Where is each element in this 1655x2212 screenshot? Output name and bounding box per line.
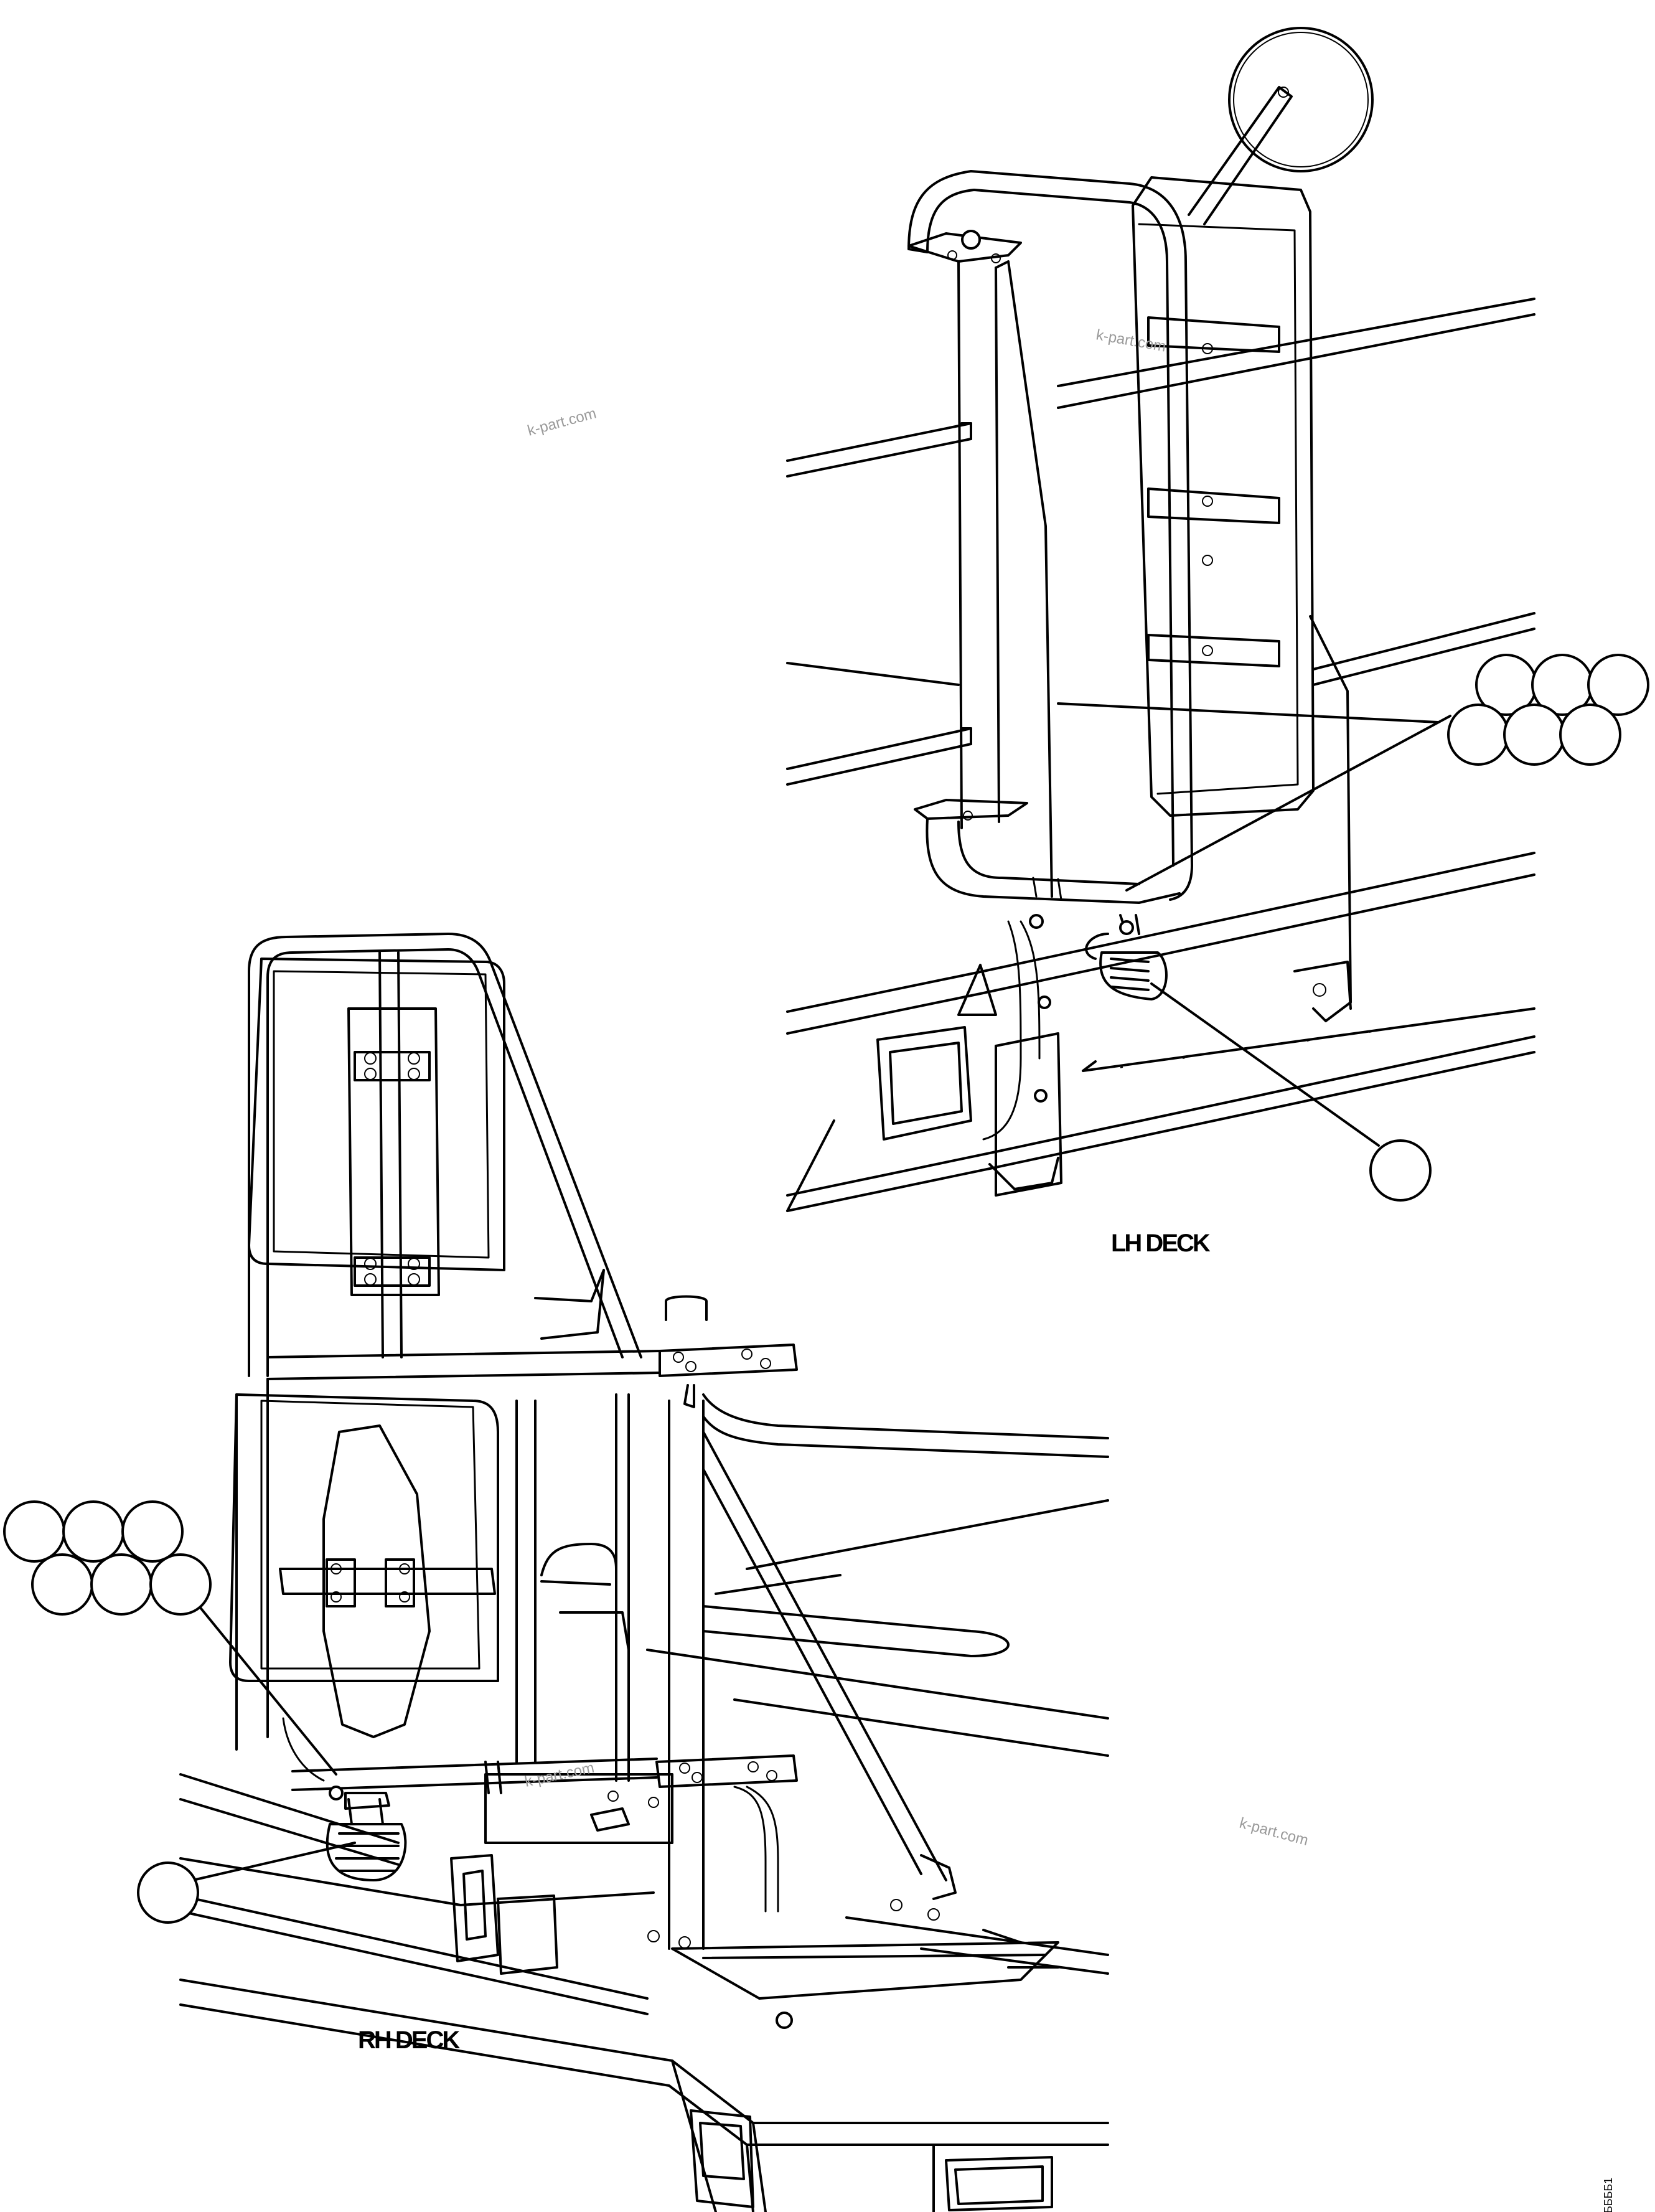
callout-bubble[interactable] xyxy=(1447,704,1509,766)
rh-ladder-panel xyxy=(248,958,505,1271)
lh-ladder-panel xyxy=(1132,176,1315,817)
lh-lamp-callout xyxy=(1150,982,1432,1202)
callout-bubble[interactable] xyxy=(149,1553,212,1616)
drawing-code: ББББ1 xyxy=(1602,2178,1615,2212)
callout-bubble[interactable] xyxy=(121,1500,184,1563)
watermark: k-part.com xyxy=(1095,326,1167,355)
rh-deck-label: RH DECK xyxy=(358,2026,460,2054)
callout-bubble[interactable] xyxy=(1559,704,1621,766)
callout-bubble[interactable] xyxy=(90,1553,152,1616)
rh-handrail xyxy=(248,933,642,1358)
lh-rail-upper xyxy=(786,298,1535,478)
callout-bubble[interactable] xyxy=(1503,704,1565,766)
lh-deck-view: LH DECK xyxy=(786,27,1649,1257)
rh-bumper-lamp-right xyxy=(945,2156,1053,2211)
callout-bubble[interactable] xyxy=(137,1861,199,1924)
lh-work-lamp xyxy=(1085,914,1168,1000)
lh-deck-label: LH DECK xyxy=(1111,1230,1211,1257)
rh-deck-view: RH DECK xyxy=(3,933,1109,2212)
callout-bubble[interactable] xyxy=(3,1500,65,1563)
rh-deck-floor xyxy=(179,1773,655,2015)
callout-bubble[interactable] xyxy=(1369,1139,1432,1202)
rh-callout-cluster xyxy=(3,1500,337,1776)
watermark: k-part.com xyxy=(1237,1815,1310,1849)
callout-bubble[interactable] xyxy=(62,1500,124,1563)
rh-shield-plate xyxy=(322,1424,431,1738)
callout-bubble[interactable] xyxy=(31,1553,93,1616)
lh-rail-lower xyxy=(786,612,1535,786)
rh-lamp-callout xyxy=(137,1842,356,1924)
rh-rail-far xyxy=(702,1393,1109,1458)
mirror-arm xyxy=(1188,86,1293,225)
mirror-disc xyxy=(1228,27,1374,172)
lh-junction-box xyxy=(876,1026,972,1141)
lh-lower-rail xyxy=(926,817,1181,904)
callout-bubble[interactable] xyxy=(1587,654,1649,716)
lh-handrail xyxy=(907,170,1193,901)
rh-main-beam xyxy=(179,1979,1109,2212)
lh-post xyxy=(957,260,1053,898)
watermark: k-part.com xyxy=(526,405,598,439)
rh-post xyxy=(668,1400,705,1950)
rh-bumper-lamp-left xyxy=(690,2109,754,2208)
lh-callout-cluster xyxy=(1125,654,1649,892)
